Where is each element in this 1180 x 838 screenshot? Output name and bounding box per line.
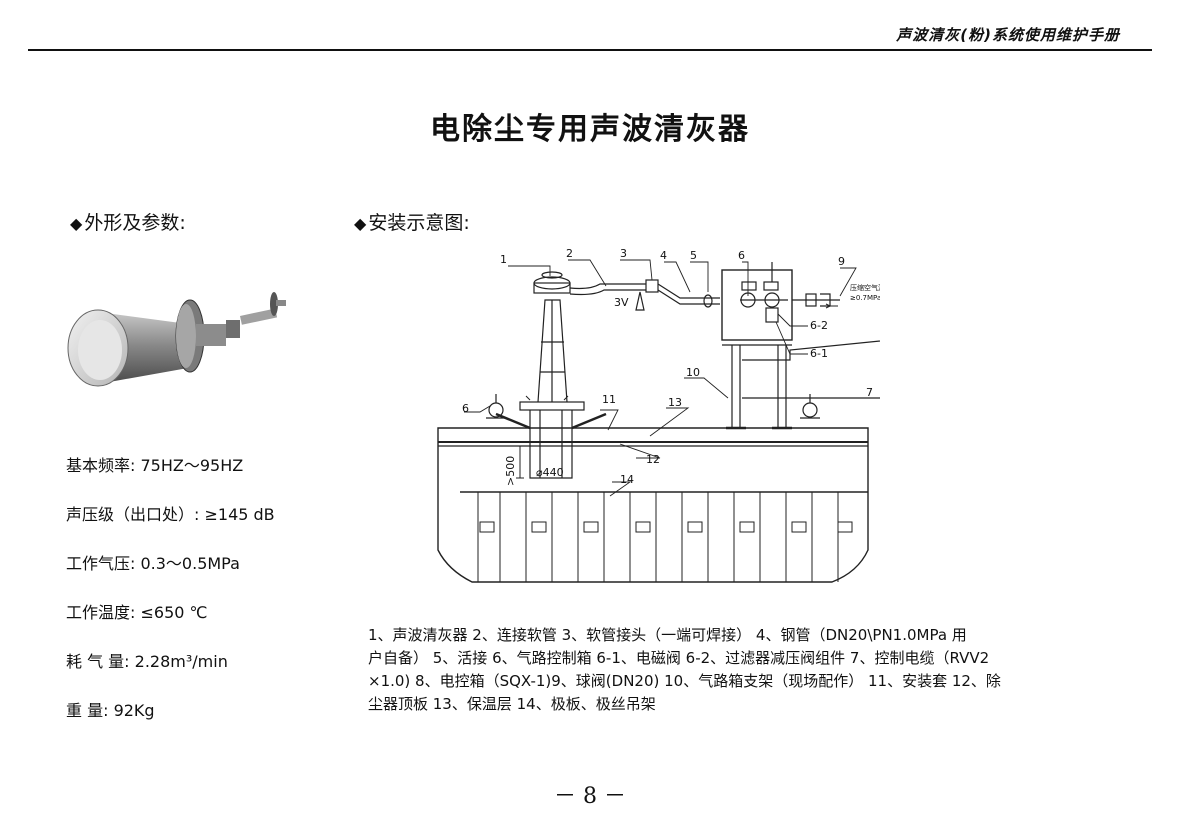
spec-frequency: 基本频率: 75HZ～95HZ	[66, 456, 244, 475]
page-title: 电除尘专用声波清灰器	[430, 112, 750, 147]
spec-working-temperature: 工作温度: ≤650 ℃	[66, 603, 208, 622]
label-9: 9	[838, 255, 845, 268]
label-diameter: ⌀440	[536, 466, 564, 479]
spec-sound-pressure: 声压级（出口处）: ≥145 dB	[66, 505, 275, 524]
manual-title: 声波清灰(粉)系统使用维护手册	[896, 26, 1120, 44]
label-height: >500	[504, 456, 517, 486]
label-11: 11	[602, 393, 616, 406]
label-13: 13	[668, 396, 682, 409]
label-6-left: 6	[462, 402, 469, 415]
label-air-source: 压缩空气源	[850, 283, 880, 292]
label-1: 1	[500, 253, 507, 266]
label-6-1: 6-1	[810, 347, 828, 360]
label-10: 10	[686, 366, 700, 379]
label-4: 4	[660, 249, 667, 262]
label-14: 14	[620, 473, 634, 486]
diagram-legend-caption: 1、声波清灰器 2、连接软管 3、软管接头（一端可焊接） 4、钢管（DN20\P…	[368, 626, 1001, 713]
installation-diagram: 1 2 3 4 5 6 6-2 6-1 9 8 10 7 11 13 12 14…	[437, 247, 880, 583]
appearance-heading-label: 外形及参数:	[84, 212, 186, 234]
installation-heading-label: 安装示意图:	[368, 212, 470, 234]
spec-list: 基本频率: 75HZ～95HZ 声压级（出口处）: ≥145 dB 工作气压: …	[66, 452, 275, 746]
label-3: 3	[620, 247, 627, 260]
sonic-horn-product-image	[67, 292, 286, 387]
spec-working-pressure: 工作气压: 0.3～0.5MPa	[66, 554, 240, 573]
page-number: － 8 －	[554, 784, 626, 809]
spec-air-consumption: 耗 气 量: 2.28m³/min	[66, 652, 228, 671]
label-12: 12	[646, 453, 660, 466]
appearance-heading: ◆外形及参数:	[70, 208, 186, 235]
label-6: 6	[738, 249, 745, 262]
diamond-bullet-icon: ◆	[354, 214, 367, 233]
installation-heading: ◆安装示意图:	[354, 208, 470, 235]
spec-weight: 重 量: 92Kg	[66, 701, 155, 720]
label-7: 7	[866, 386, 873, 399]
header-rule	[28, 49, 1152, 51]
label-5: 5	[690, 249, 697, 262]
label-pressure: ≥0.7MPa	[850, 294, 880, 302]
diamond-bullet-icon: ◆	[70, 214, 83, 233]
label-2: 2	[566, 247, 573, 260]
label-6-2: 6-2	[810, 319, 828, 332]
label-3v: 3V	[614, 296, 629, 309]
